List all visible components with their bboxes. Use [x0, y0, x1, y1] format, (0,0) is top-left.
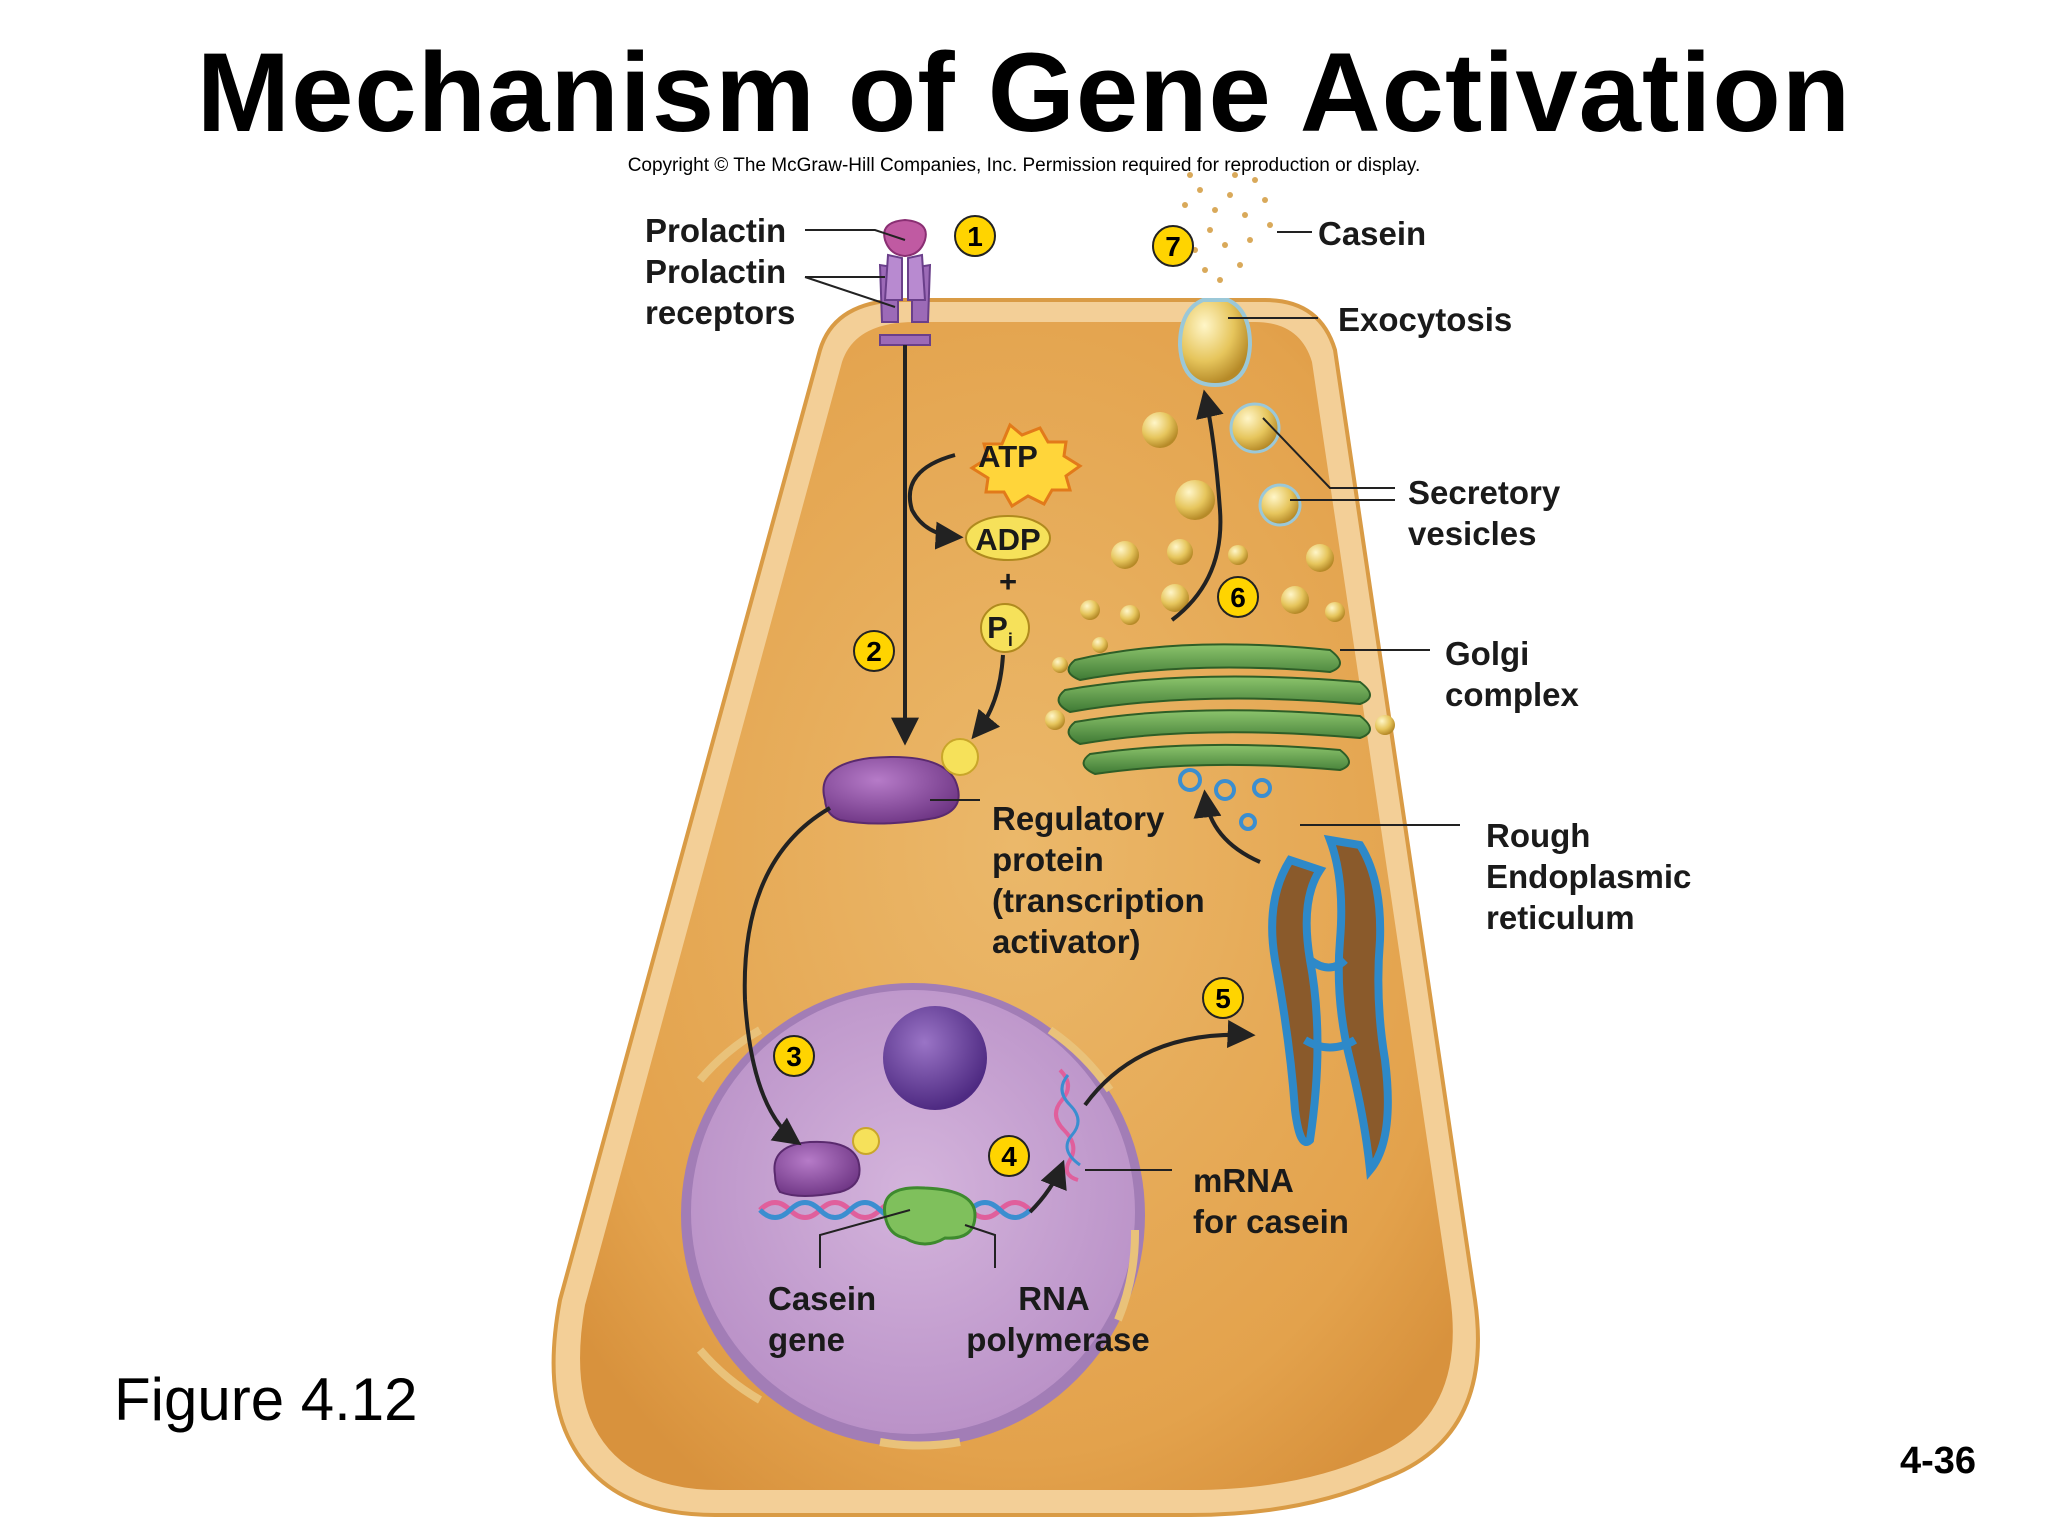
- arrow-atp-to-adp: [907, 453, 964, 550]
- adp-molecule: ADP: [965, 515, 1051, 561]
- label-exocytosis: Exocytosis: [1338, 301, 1512, 338]
- regulatory-protein-nucleus: [773, 1127, 880, 1197]
- arrow-er-to-golgi: [1193, 789, 1261, 864]
- label-rough-er: Rough Endoplasmic reticulum: [1486, 817, 1701, 936]
- figure-label: Figure 4.12: [114, 1366, 418, 1433]
- transport-vesicles: [1178, 768, 1272, 831]
- svg-text:2: 2: [866, 636, 882, 667]
- nucleolus: [883, 1006, 987, 1110]
- arrow-pi-to-protein: [971, 654, 1005, 740]
- step-2-badge: 2: [853, 630, 895, 672]
- label-prolactin-receptors: Prolactin receptors: [645, 253, 795, 331]
- label-casein: Casein: [1318, 215, 1426, 252]
- slide-title: Mechanism of Gene Activation: [196, 30, 1852, 155]
- copyright-notice: Copyright © The McGraw-Hill Companies, I…: [627, 155, 1421, 176]
- atp-label: ATP: [978, 439, 1038, 474]
- mrna-strand: [1054, 1068, 1081, 1182]
- step-3-badge: 3: [773, 1035, 815, 1077]
- adp-label: ADP: [975, 522, 1040, 557]
- step-7-badge: 7: [1152, 225, 1194, 267]
- diagram-labels: Prolactin Prolactin receptors Casein Exo…: [645, 212, 1701, 1358]
- secretory-vesicles: [1045, 402, 1395, 735]
- prolactin-hormone: [883, 218, 927, 258]
- svg-text:6: 6: [1230, 582, 1246, 613]
- rna-polymerase: [883, 1186, 977, 1246]
- arrow-protein-to-nucleus: [742, 806, 832, 1146]
- rough-endoplasmic-reticulum: [1268, 834, 1392, 1180]
- slide-number: 4-36: [1900, 1440, 1977, 1482]
- exocytosis-vesicle: [1177, 298, 1253, 388]
- svg-text:1: 1: [967, 221, 983, 252]
- label-rna-polymerase: RNA polymerase: [966, 1280, 1149, 1358]
- step-4-badge: 4: [988, 1135, 1030, 1177]
- arrow-golgi-to-vesicles: [1170, 389, 1224, 622]
- pathway-arrows: [742, 345, 1261, 1214]
- arrow-mrna-to-er: [1083, 1020, 1256, 1107]
- step-6-badge: 6: [1217, 576, 1259, 618]
- casein-particles: [1172, 172, 1273, 283]
- arrow-gene-to-mrna: [1028, 1159, 1067, 1214]
- svg-text:4: 4: [1001, 1141, 1017, 1172]
- svg-text:7: 7: [1165, 231, 1181, 262]
- prolactin-receptor: [878, 253, 932, 346]
- phosphate-molecule: Pi: [980, 603, 1030, 653]
- leader-lines: [804, 229, 1460, 1268]
- golgi-complex: [1057, 643, 1371, 776]
- label-regulatory-protein: Regulatory protein (transcription activa…: [992, 800, 1214, 960]
- label-secretory-vesicles: Secretory vesicles: [1408, 474, 1569, 552]
- label-golgi-complex: Golgi complex: [1445, 635, 1580, 713]
- label-casein-gene: Casein gene: [768, 1280, 885, 1358]
- step-5-badge: 5: [1202, 977, 1244, 1019]
- step-badges: 1 2 3 4 5 6 7: [773, 215, 1259, 1177]
- plus-sign: +: [999, 564, 1017, 599]
- atp-molecule: ATP: [969, 422, 1083, 509]
- svg-text:3: 3: [786, 1041, 802, 1072]
- label-mrna: mRNA for casein: [1193, 1162, 1349, 1240]
- svg-text:5: 5: [1215, 983, 1231, 1014]
- step-1-badge: 1: [954, 215, 996, 257]
- label-prolactin: Prolactin: [645, 212, 786, 249]
- pi-label: Pi: [987, 610, 1013, 650]
